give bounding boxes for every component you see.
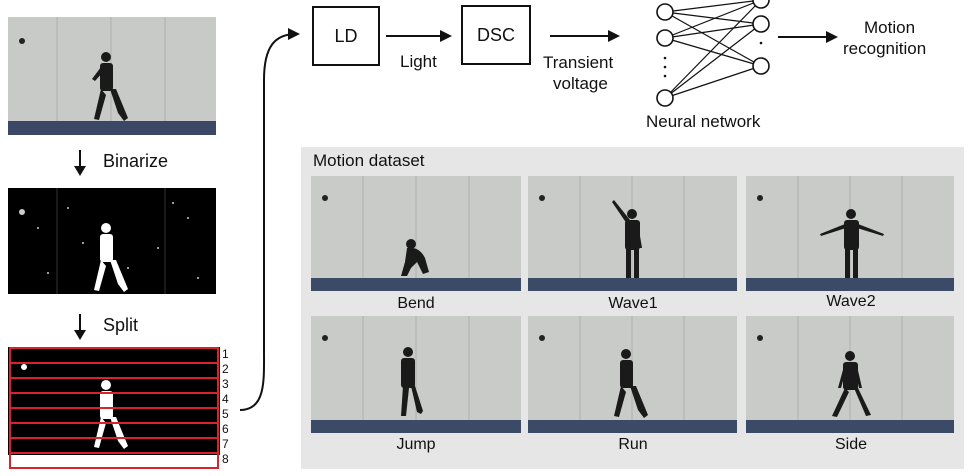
dataset-caption-bend: Bend: [397, 295, 435, 312]
motion-dataset-title: Motion dataset: [313, 151, 425, 170]
split-label: Split: [103, 315, 139, 335]
dataset-photo-side: [746, 316, 954, 433]
ld-label: LD: [334, 25, 358, 46]
dataset-photo-jump: [311, 316, 521, 433]
output-arrow: [778, 31, 838, 43]
ld-box: LD: [312, 6, 380, 66]
neural-network-label: Neural network: [646, 112, 761, 131]
strip-number-6: 6: [222, 422, 229, 436]
strip-number-4: 4: [222, 392, 229, 406]
strip-number-1: 1: [222, 347, 229, 361]
strip-number-5: 5: [222, 407, 229, 421]
dataset-photo-run: [528, 316, 737, 433]
binarize-label: Binarize: [103, 151, 169, 171]
transient-label-line2: voltage: [553, 74, 608, 93]
source-photo-run: [8, 17, 216, 135]
dataset-photo-bend: [311, 176, 521, 291]
voltage-arrow: [550, 30, 620, 42]
dataset-photo-wave2: [746, 176, 954, 291]
binarized-image: [8, 188, 216, 294]
dataset-caption-jump: Jump: [396, 436, 436, 453]
motion-recognition-line1: Motion: [864, 18, 916, 37]
neural-network-diagram: [656, 0, 770, 107]
dataset-caption-wave2: Wave2: [826, 293, 876, 310]
light-label: Light: [400, 52, 437, 71]
strip-number-3: 3: [222, 377, 229, 391]
dsc-label: DSC: [476, 24, 515, 45]
binarize-arrow: [74, 150, 86, 176]
motion-recognition-line2: recognition: [843, 39, 927, 58]
dataset-photo-wave1: [528, 176, 737, 291]
light-arrow: [386, 30, 452, 42]
strip-number-7: 7: [222, 437, 229, 451]
transient-label-line1: Transient: [543, 53, 614, 72]
connector-curve: [239, 28, 300, 411]
dsc-box: DSC: [461, 5, 531, 65]
dataset-caption-side: Side: [834, 436, 868, 453]
dataset-caption-run: Run: [618, 436, 648, 453]
split-arrow: [74, 314, 86, 340]
dataset-caption-wave1: Wave1: [608, 295, 658, 312]
strip-number-8: 8: [222, 452, 229, 466]
split-image: [8, 347, 220, 469]
strip-number-2: 2: [222, 362, 229, 376]
